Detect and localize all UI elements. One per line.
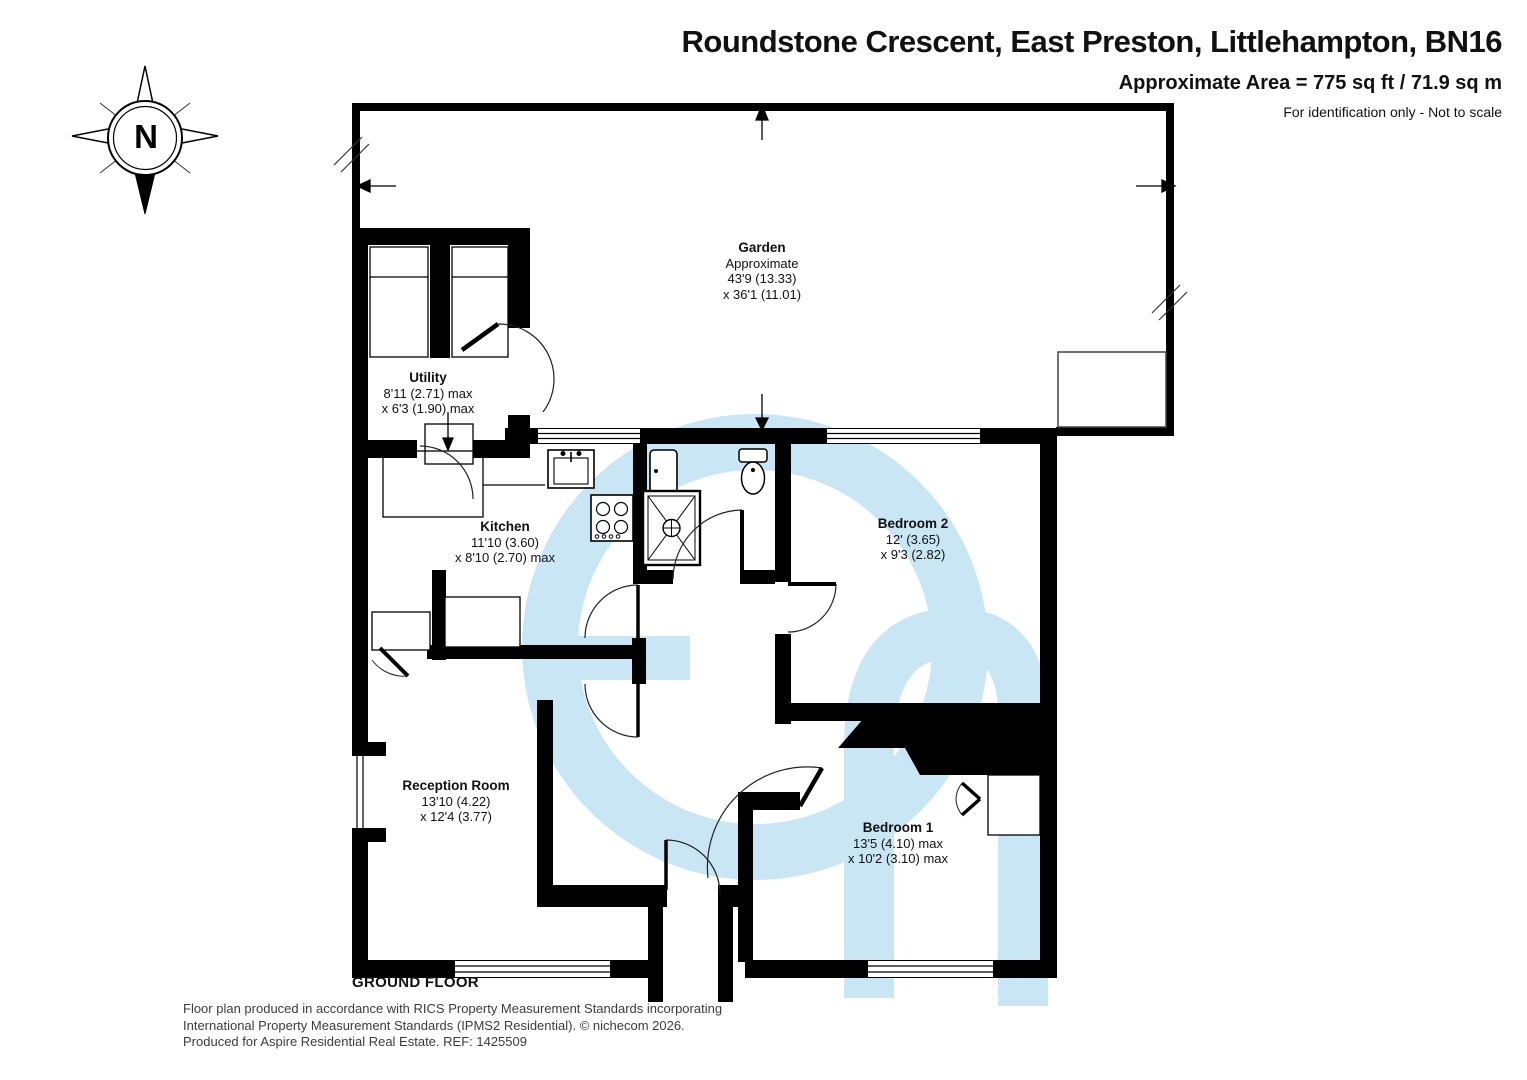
room-dim: x 9'3 (2.82) [880,547,946,562]
kitchen-cupboard [444,596,521,648]
footer-line: Produced for Aspire Residential Real Est… [183,1034,527,1049]
bathroom-cabinet-icon [649,449,678,494]
room-dim: 8'11 (2.71) max [383,385,473,401]
room-label-utility: Utility 8'11 (2.71) max x 6'3 (1.90) max [382,370,475,417]
reception-window [455,961,610,977]
utility-door-arc [497,323,555,413]
bedroom1-window [868,961,993,977]
room-dim: 13'10 (4.22) [421,793,491,809]
room-dim: 43'9 (13.33) [727,271,797,286]
front-door-arc [665,839,721,895]
hall-cupboard-door-arc [371,659,409,677]
compass-icon [71,65,219,215]
room-dim: x 6'3 (1.90) max [381,401,475,416]
utility-door-leaf [460,322,500,352]
page-title: Roundstone Crescent, East Preston, Littl… [681,24,1503,59]
room-name: Reception Room [402,778,510,793]
garden-arrows-icon [355,103,1177,432]
room-label-bedroom1: Bedroom 1 13'5 (4.10) max x 10'2 (3.10) … [848,820,948,867]
footer-disclaimer: Floor plan produced in accordance with R… [183,1001,722,1051]
reception-side-window [352,756,368,828]
kitchen-window [538,429,640,443]
room-dim: x 8'10 (2.70) max [454,550,556,565]
builtins [369,246,1041,836]
doors [371,322,982,895]
room-dim: 13'5 (4.10) max [853,835,943,851]
shower-door-arc [672,509,743,580]
room-label-bedroom2: Bedroom 2 12' (3.65) x 9'3 (2.82) [878,516,949,563]
utility-cupboard-right [451,246,509,358]
bedroom2-window [827,429,980,443]
bedroom1-door-arc [706,766,823,879]
room-name: Bedroom 1 [862,820,934,835]
kitchen-counter [382,450,484,518]
kitchen-hall-door-arc [584,584,639,639]
disclaimer: For identification only - Not to scale [1283,104,1502,120]
room-name: Utility [409,370,447,385]
approximate-area: Approximate Area = 775 sq ft / 71.9 sq m [1118,72,1502,94]
room-label-garden: Garden Approximate 43'9 (13.33) x 36'1 (… [723,240,801,302]
hob-icon [590,494,634,542]
room-label-kitchen: Kitchen 11'10 (3.60) x 8'10 (2.70) max [455,519,555,566]
toilet-icon [738,448,768,495]
closet-door-arc [955,782,963,816]
footer-line: International Property Measurement Stand… [183,1017,685,1033]
room-dim: x 12'4 (3.77) [420,809,492,824]
room-name: Bedroom 2 [877,516,949,531]
hall-cupboard [371,611,431,651]
room-dim: x 36'1 (11.01) [722,286,802,302]
reception-door-arc [584,683,639,738]
hall-cupboard-door-leaf [378,646,410,678]
garden-store [1057,351,1167,428]
kitchen-sink-icon [547,449,595,489]
floor-label: GROUND FLOOR [352,974,479,991]
boundary-break-icon [333,136,1188,321]
bedroom1-door-leaf [798,766,824,808]
windows [352,429,993,977]
room-label-reception: Reception Room 13'10 (4.22) x 12'4 (3.77… [402,778,509,825]
room-dim: x 10'2 (3.10) max [847,851,949,866]
room-name: Garden [738,240,786,255]
utility-pointer-arrow-icon [442,412,454,452]
bedroom1-closet [987,774,1041,836]
footer-line: Floor plan produced in accordance with R… [183,1001,723,1016]
room-dim: 12' (3.65) [885,531,941,547]
shower-icon [641,489,702,567]
utility-cupboard-left [369,246,429,358]
room-name: Kitchen [480,519,530,534]
bedroom2-door-arc [787,583,837,633]
closet-door-leaf-2 [960,797,982,817]
room-dim: 11'10 (3.60) [470,534,539,550]
compass-north-label: N [134,118,158,155]
closet-door-leaf-1 [960,781,982,801]
room-dim: Approximate [725,255,799,271]
kitchen-back-door-arc [419,445,474,500]
